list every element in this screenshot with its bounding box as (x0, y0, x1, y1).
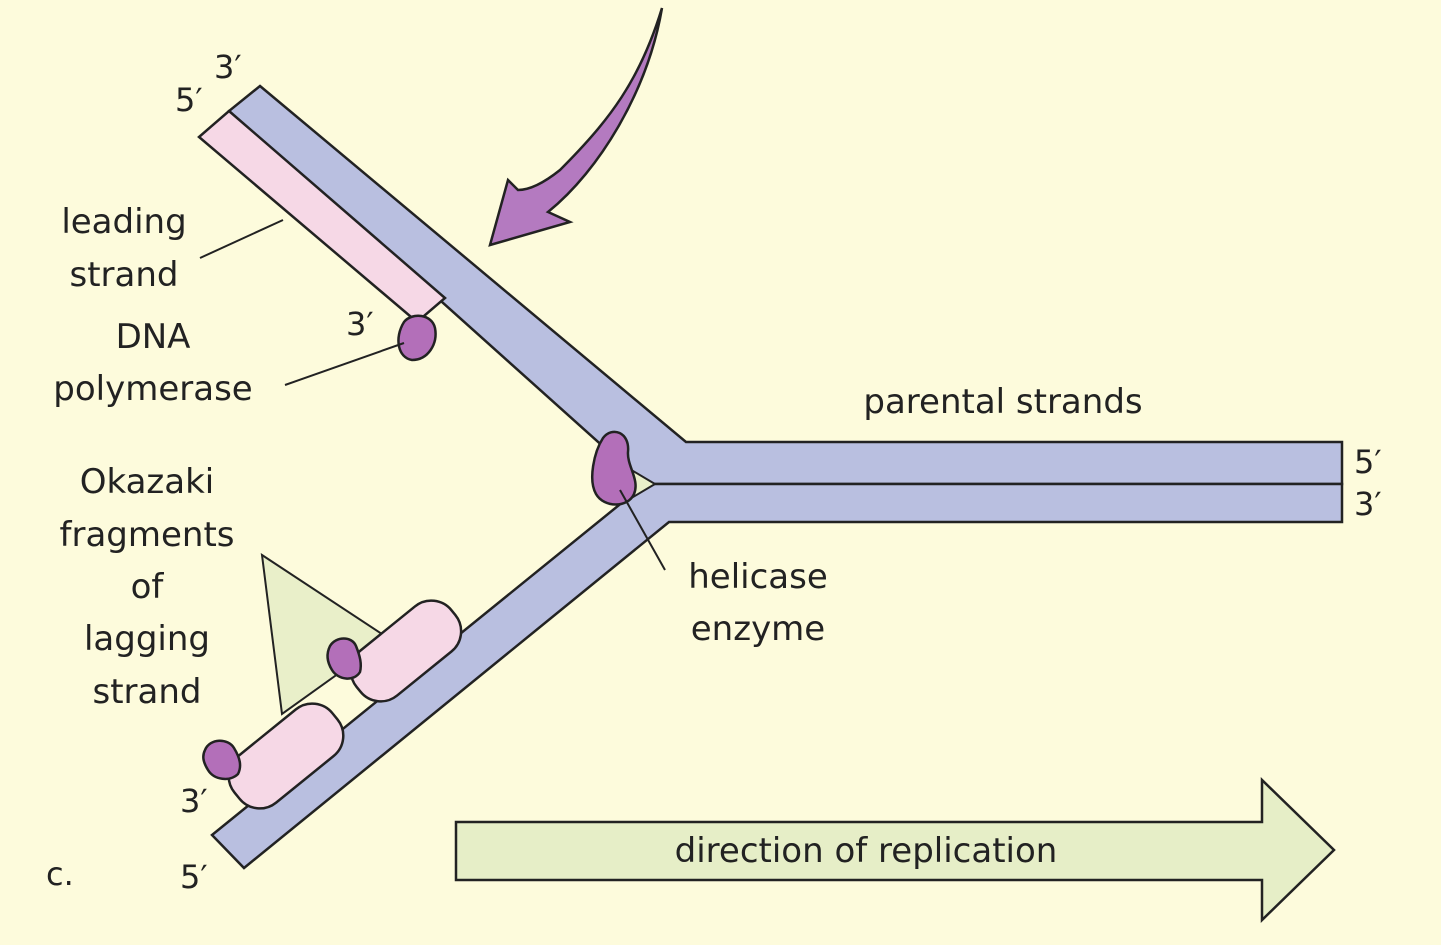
direction-arrow (454, 777, 1336, 923)
helicase-enzyme-blob (591, 430, 637, 506)
direction-label: direction of replication (675, 831, 1058, 871)
end-label-top-5prime: 5′ (175, 81, 203, 119)
parental-strand-lower (210, 482, 1344, 870)
panel-label: c. (46, 855, 74, 893)
end-label-top-3prime: 3′ (214, 48, 242, 86)
helicase-label-line2: enzyme (691, 609, 825, 649)
leading-strand-label-line1: leading (61, 202, 186, 242)
end-label-leading-3prime: 3′ (346, 305, 374, 343)
leading-strand-label-line2: strand (70, 255, 179, 295)
dna-polymerase-enzyme (397, 314, 437, 362)
end-label-bottom-5prime: 5′ (180, 858, 208, 896)
okazaki-label-line1: Okazaki (80, 462, 215, 502)
leader-dna-polymerase (284, 342, 405, 386)
okazaki-fragment-upper (349, 599, 463, 703)
okazaki-label-line2: fragments (60, 515, 235, 555)
dna-polymerase-label-line2: polymerase (53, 369, 252, 409)
leader-helicase (619, 489, 666, 571)
parental-strands-label: parental strands (863, 382, 1142, 422)
okazaki-label-line4: lagging (84, 619, 210, 659)
end-label-right-3prime: 3′ (1354, 485, 1382, 523)
end-label-right-5prime: 5′ (1354, 443, 1382, 481)
okazaki-label-line5: strand (93, 672, 202, 712)
curved-arrow (488, 7, 664, 247)
okazaki-primer-enzyme-upper (326, 637, 363, 680)
okazaki-primer-enzyme-lower (202, 739, 242, 781)
end-label-lagging-3prime: 3′ (180, 782, 208, 820)
leader-leading-strand (199, 219, 284, 259)
okazaki-fragment-lower (227, 702, 345, 810)
dna-polymerase-label-line1: DNA (116, 317, 191, 357)
okazaki-label-line3: of (131, 567, 165, 607)
okazaki-callout-triangle (260, 552, 390, 716)
helicase-label-line1: helicase (688, 557, 828, 597)
